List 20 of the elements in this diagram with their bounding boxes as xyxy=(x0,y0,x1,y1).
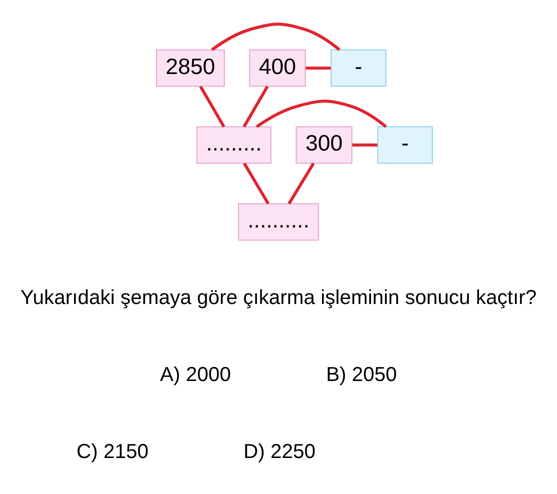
node-box: 400 xyxy=(249,48,306,86)
node-box: ......... xyxy=(196,126,272,164)
node-box: .......... xyxy=(238,202,319,240)
label: C) 2150 xyxy=(76,440,148,462)
label: D) 2250 xyxy=(244,440,316,462)
connector xyxy=(288,162,315,204)
node-box: - xyxy=(377,126,433,164)
node-box: - xyxy=(330,48,386,86)
connector xyxy=(199,85,226,127)
connector xyxy=(243,162,270,204)
connector xyxy=(306,66,331,70)
node-box: 2850 xyxy=(156,48,225,86)
label: A) 2000 xyxy=(160,363,231,386)
label: B) 2050 xyxy=(326,363,397,386)
node-box: 300 xyxy=(296,126,352,164)
label: Yukarıdaki şemaya göre çıkarma işleminin sonucu kaçtır? xyxy=(20,286,537,308)
connector xyxy=(242,85,269,127)
connector xyxy=(256,99,387,128)
connector xyxy=(352,143,378,146)
connector xyxy=(211,22,340,50)
